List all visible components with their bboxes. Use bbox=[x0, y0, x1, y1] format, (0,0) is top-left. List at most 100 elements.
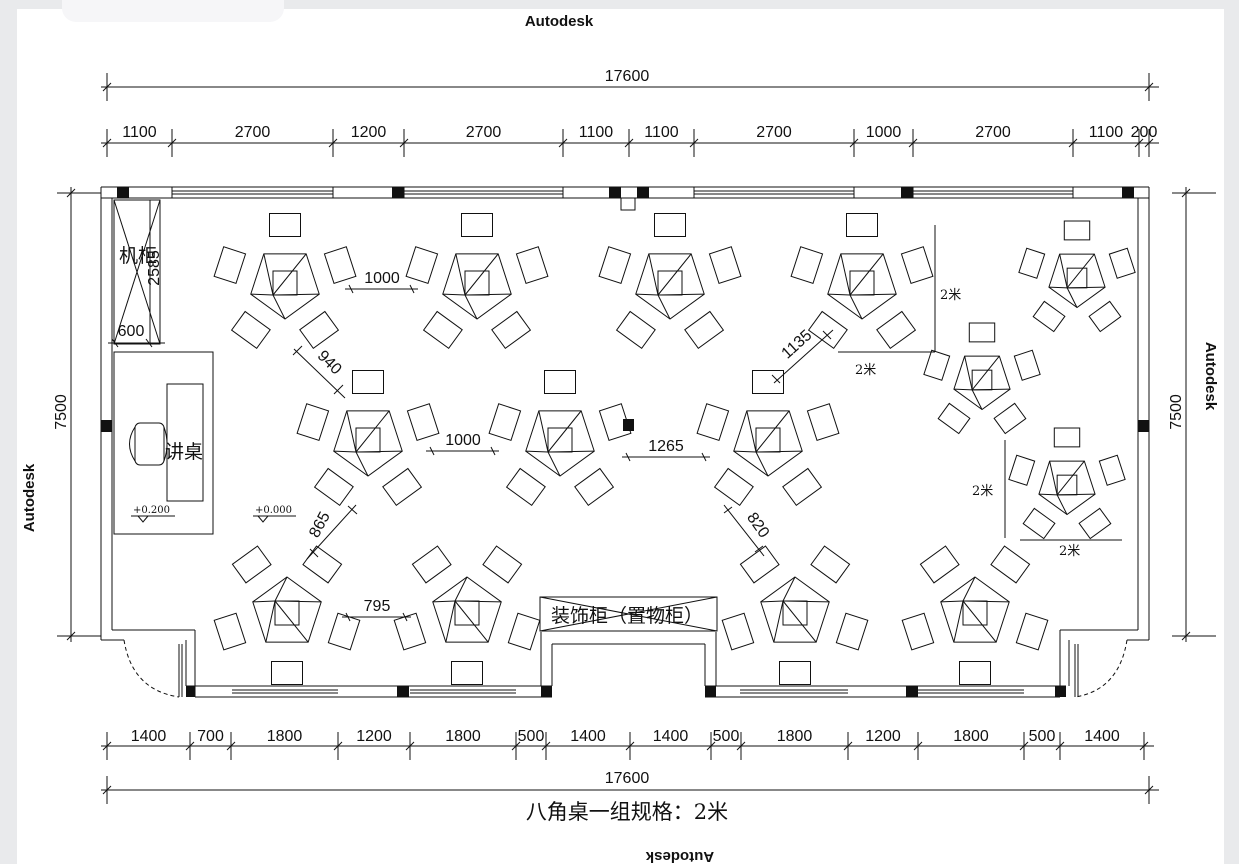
chair bbox=[393, 612, 427, 651]
table-groups bbox=[213, 213, 1136, 685]
two-m-label-2: 2米 bbox=[855, 363, 876, 378]
chair bbox=[231, 545, 272, 584]
chair bbox=[806, 403, 840, 442]
chair bbox=[488, 403, 522, 442]
bottom-total-label: 17600 bbox=[605, 770, 650, 787]
two-m-label-1: 2米 bbox=[940, 288, 961, 303]
sheet-tab bbox=[62, 0, 284, 22]
dimension-label: 700 bbox=[197, 728, 224, 745]
chair bbox=[696, 403, 730, 442]
table-center bbox=[355, 427, 381, 453]
chair bbox=[1063, 220, 1091, 241]
chair bbox=[213, 246, 247, 285]
podium-level-mark bbox=[131, 515, 175, 523]
table-group bbox=[901, 545, 1049, 685]
chair bbox=[1108, 247, 1136, 279]
dimension-label: 1100 bbox=[1089, 124, 1124, 141]
chair bbox=[810, 545, 851, 584]
chair bbox=[598, 403, 632, 442]
chair bbox=[327, 612, 361, 651]
chair bbox=[382, 467, 423, 507]
chair bbox=[544, 370, 576, 394]
dimension-label: 1100 bbox=[644, 124, 679, 141]
table-group bbox=[1008, 427, 1126, 540]
dimension-label: 1000 bbox=[866, 124, 902, 141]
watermark-top: Autodesk bbox=[525, 13, 594, 30]
chair bbox=[752, 370, 784, 394]
dimension-label: 1800 bbox=[445, 728, 481, 745]
dimension-label: 500 bbox=[713, 728, 740, 745]
chair bbox=[1018, 247, 1046, 279]
chair bbox=[1013, 349, 1041, 381]
cabinet-width-dim bbox=[108, 338, 165, 348]
dimension-label: 1400 bbox=[653, 728, 689, 745]
chair bbox=[461, 213, 493, 237]
chair bbox=[990, 545, 1031, 584]
watermark-right: Autodesk bbox=[1202, 342, 1219, 411]
table-group bbox=[696, 370, 840, 507]
chair bbox=[405, 246, 439, 285]
building-walls bbox=[100, 186, 1150, 698]
chair bbox=[299, 310, 340, 350]
floor-level-mark bbox=[253, 515, 296, 523]
pentagon-table bbox=[1048, 253, 1106, 309]
table-group bbox=[213, 213, 357, 350]
table-center bbox=[272, 270, 298, 296]
spacing-1000-top: 1000 bbox=[364, 270, 400, 287]
right-height-dimension bbox=[1172, 187, 1216, 642]
table-group bbox=[488, 370, 632, 507]
pentagon-table bbox=[953, 355, 1011, 411]
left-height-label: 7500 bbox=[53, 394, 70, 430]
podium-area bbox=[113, 351, 214, 535]
chair bbox=[313, 467, 354, 507]
chair bbox=[515, 246, 549, 285]
chair bbox=[721, 612, 755, 651]
table-group bbox=[393, 545, 541, 685]
pentagon-table bbox=[432, 576, 502, 643]
bottom-total-dimension bbox=[101, 776, 1159, 804]
chair bbox=[302, 545, 343, 584]
dimension-label: 2700 bbox=[756, 124, 792, 141]
chair bbox=[807, 310, 848, 350]
cabinet-label: 机柜 bbox=[119, 245, 157, 267]
server-cabinet bbox=[113, 199, 161, 345]
chair bbox=[708, 246, 742, 285]
pentagon-table bbox=[442, 253, 512, 320]
chair bbox=[968, 322, 996, 343]
dimension-label: 200 bbox=[1131, 124, 1158, 141]
table-group bbox=[405, 213, 549, 350]
pentagon-table bbox=[525, 410, 595, 477]
dimension-label: 500 bbox=[518, 728, 545, 745]
spacing-dims bbox=[292, 284, 834, 622]
dimension-label: 1800 bbox=[953, 728, 989, 745]
cabinet-depth-label: 2585 bbox=[146, 250, 163, 286]
chair bbox=[1098, 454, 1126, 486]
chair bbox=[482, 545, 523, 584]
watermark-bottom: Autodesk bbox=[645, 848, 714, 864]
table-center bbox=[274, 600, 300, 626]
chair bbox=[739, 545, 780, 584]
chair bbox=[574, 467, 615, 507]
dimension-label: 1400 bbox=[570, 728, 606, 745]
pentagon-table bbox=[827, 253, 897, 320]
chair bbox=[507, 612, 541, 651]
right-height-label: 7500 bbox=[1168, 394, 1185, 430]
spacing-865: 865 bbox=[306, 509, 334, 541]
spacing-940: 940 bbox=[314, 347, 345, 378]
chair bbox=[1008, 454, 1036, 486]
dimension-label: 1800 bbox=[267, 728, 303, 745]
dimension-label: 1100 bbox=[579, 124, 614, 141]
chair bbox=[684, 310, 725, 350]
chair bbox=[1015, 612, 1049, 651]
pentagon-table bbox=[733, 410, 803, 477]
chair bbox=[406, 403, 440, 442]
chair bbox=[411, 545, 452, 584]
pentagon-table bbox=[333, 410, 403, 477]
chair bbox=[1032, 300, 1066, 333]
two-meter-lines bbox=[838, 225, 1122, 541]
dimension-label: 1200 bbox=[865, 728, 901, 745]
chair bbox=[900, 246, 934, 285]
table-center bbox=[782, 600, 808, 626]
